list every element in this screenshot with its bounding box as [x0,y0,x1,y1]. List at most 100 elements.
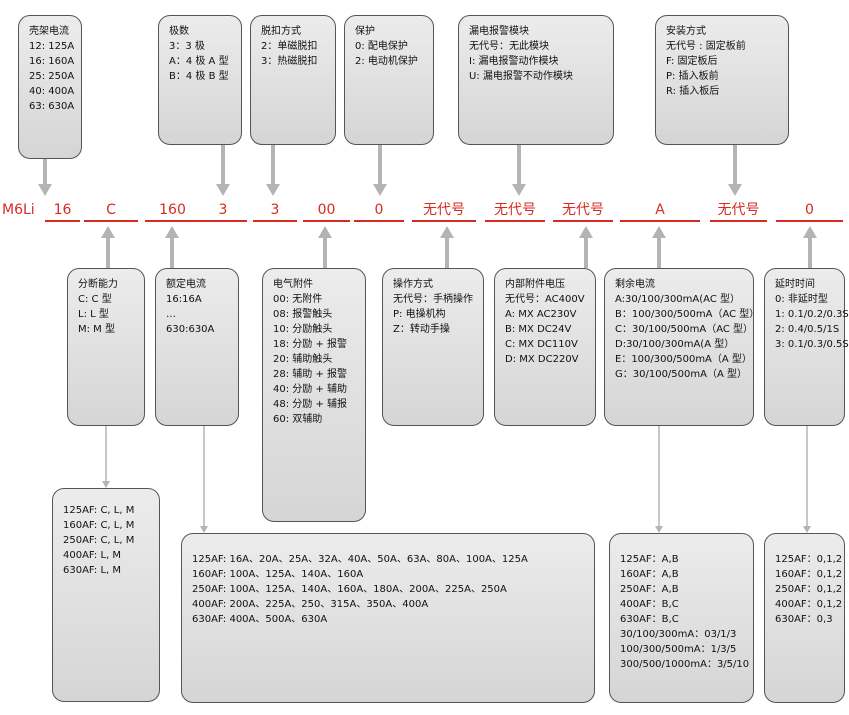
box-line: 125AF：0,1,2 [775,554,843,565]
arrow-down-leakage-alarm-box-head [512,184,526,196]
box-line: 10: 分励触头 [273,324,333,335]
box-line: 18: 分励 + 报警 [273,339,348,350]
box-title: 操作方式 [393,279,433,290]
box-title: 极数 [169,26,189,37]
box-line: F: 固定板后 [666,56,718,67]
box-line: 3: 0.1/0.3/0.5S [775,339,849,350]
box-title: 安装方式 [666,26,706,37]
box-line: B：4 极 B 型 [169,71,229,82]
box-line: 无代号：AC400V [505,294,585,305]
box-title: 壳架电流 [29,26,69,37]
residual-current-box: 剩余电流 A:30/100/300mA(AC 型） B：100/300/500mA（… [604,268,760,426]
box-line: 400AF：B,C [620,599,679,610]
code-segment-breaking-capacity: C [106,202,116,218]
arrow-up-rated-current-box-head [165,226,179,238]
box-title: 剩余电流 [615,279,655,290]
box-line: 1: 0.1/0.2/0.3S [775,309,849,320]
box-line: Z：转动手操 [393,324,450,335]
box-line: 125AF：A,B [620,554,679,565]
arrow-down-trip-mode-box-head [266,184,280,196]
box-line: 100/300/500mA：1/3/5 [620,644,737,655]
arrow-down-poles-box-head [216,184,230,196]
code-underline [253,220,297,222]
box-line: B：100/300/500mA（AC 型） [615,309,760,320]
box-line: 25: 250A [29,71,75,82]
box-line: A：4 极 A 型 [169,56,229,67]
box-line: I: 漏电报警动作模块 [469,56,559,67]
code-segment-protection: 0 [374,202,384,218]
leakage-alarm-box: 漏电报警模块无代号：无此模块 I: 漏电报警动作模块 U: 漏电报警不动作模块 [458,15,614,145]
arrow-up-delay-time-box-head [803,226,817,238]
box-line: A: MX AC230V [505,309,577,320]
box-line: 3：热磁脱扣 [261,56,318,67]
box-title: 额定电流 [166,279,206,290]
box-line: A:30/100/300mA(AC 型） [615,294,740,305]
box-title: 延时时间 [775,279,815,290]
box-title: 漏电报警模块 [469,26,529,37]
box-line: 16:16A [166,294,202,305]
code-underline [145,220,200,222]
arrow-thin-breaking-capacity-head [102,481,110,488]
box-line: 250AF：A,B [620,584,679,595]
box-line: 63: 630A [29,101,75,112]
box-line: 125AF: C, L, M [63,505,135,516]
box-line: 2: 电动机保护 [355,56,418,67]
breaking-capacity-table: 125AF: C, L, M 160AF: C, L, M 250AF: C, L,… [52,488,160,702]
code-underline [412,220,476,222]
box-line: C: C 型 [78,294,112,305]
arrow-thin-residual-current-head [655,526,663,533]
code-underline [776,220,843,222]
box-line: … [166,309,176,320]
box-line: 630AF: L, M [63,565,122,576]
box-line: B: MX DC24V [505,324,572,335]
box-line: P: 插入板前 [666,71,719,82]
box-line: 无代号 : 固定板前 [666,41,746,52]
poles-box: 极数 3：3 极 A：4 极 A 型 B：4 极 B 型 [158,15,242,145]
box-line: 2：单磁脱扣 [261,41,318,52]
box-line: 160AF: C, L, M [63,520,135,531]
box-line: 60: 双辅助 [273,414,323,425]
code-underline [84,220,138,222]
code-underline [485,220,545,222]
arrow-thin-rated-current-head [200,526,208,533]
box-line: D: MX DC220V [505,354,579,365]
box-line: 28: 辅助 + 报警 [273,369,348,380]
box-line: 250AF: C, L, M [63,535,135,546]
arrow-up-residual-current-box-head [652,226,666,238]
box-title: 电气附件 [273,279,313,290]
code-underline [45,220,80,222]
code-underline [303,220,350,222]
trip-mode-box: 脱扣方式 2：单磁脱扣 3：热磁脱扣 [250,15,336,145]
box-line: E：100/300/500mA（A 型） [615,354,752,365]
box-line: 400AF: L, M [63,550,122,561]
arrow-up-accessory-voltage-box-head [579,226,593,238]
arrow-up-operation-mode-box-head [440,226,454,238]
arrow-up-electrical-accessory-box-head [318,226,332,238]
box-line: 3：3 极 [169,41,205,52]
code-underline [199,220,247,222]
box-line: 125AF: 16A、20A、25A、32A、40A、50A、63A、80A、1… [192,554,528,565]
box-line: 00: 无附件 [273,294,323,305]
mounting-type-box: 安装方式无代号 : 固定板前 F: 固定板后 P: 插入板前 R: 插入板后 [655,15,789,145]
code-underline [710,220,767,222]
box-line: G：30/100/500mA（A 型） [615,369,747,380]
box-line: 30/100/300mA：03/1/3 [620,629,737,640]
box-line: U: 漏电报警不动作模块 [469,71,573,82]
box-line: R: 插入板后 [666,86,720,97]
code-segment-poles: 3 [218,202,228,218]
box-line: M: M 型 [78,324,115,335]
box-line: 16: 160A [29,56,75,67]
box-line: 630AF：0,3 [775,614,833,625]
box-title: 脱扣方式 [261,26,301,37]
arrow-down-mounting-type-box-head [728,184,742,196]
code-segment-rated-current: 160 [159,202,186,218]
box-line: 300/500/1000mA：3/5/10 [620,659,750,670]
code-segment-delay-time: 0 [805,202,814,218]
box-line: 无代号：无此模块 [469,41,549,52]
